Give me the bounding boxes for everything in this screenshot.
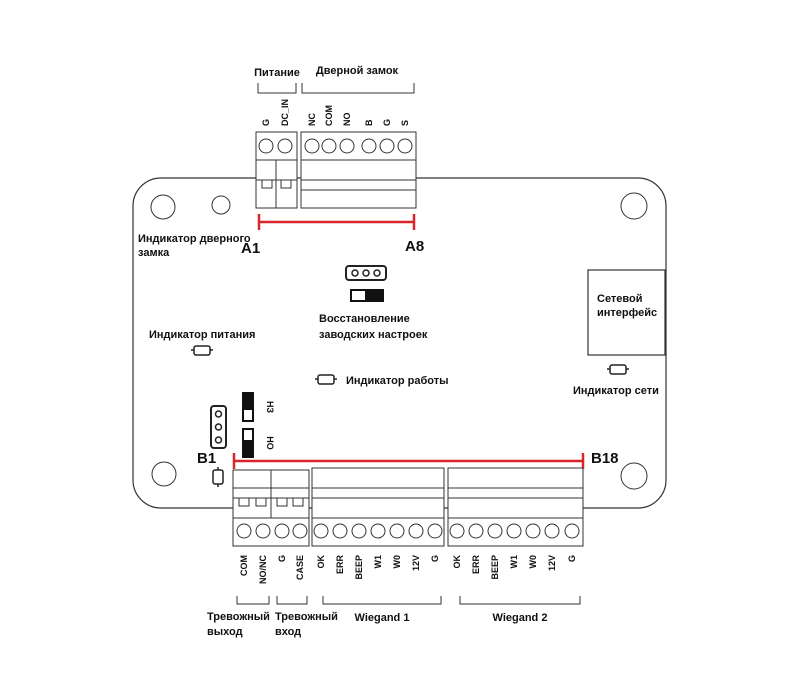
bottom-terminal-screws: [236, 523, 580, 539]
network-port: [587, 269, 666, 356]
wiegand1-label: Wiegand 1: [355, 612, 410, 624]
bottom-pin-label: 12V: [411, 555, 421, 571]
reset-switch[interactable]: [350, 289, 384, 302]
bottom-pin-label: BEEP: [490, 555, 500, 580]
power-led: [191, 345, 213, 356]
bottom-pin-label: W1: [509, 555, 519, 569]
bottom-pin-label: COM: [239, 555, 249, 576]
no-switch[interactable]: [242, 428, 254, 458]
top-terminal-screws: [258, 138, 413, 154]
bottom-pin-label: ERR: [335, 555, 345, 575]
alarm-in-bracket: [276, 596, 308, 605]
terminal-screw: [379, 138, 395, 154]
terminal-screw: [321, 138, 337, 154]
terminal-screw: [468, 523, 484, 539]
bottom-pin-label: W0: [528, 555, 538, 569]
b18-label: B18: [591, 450, 619, 467]
network-led: [607, 364, 629, 375]
alarm-in-label: Тревожный вход: [275, 611, 341, 638]
network-indicator-label: Индикатор сети: [573, 385, 659, 397]
terminal-screw: [236, 523, 252, 539]
terminal-screw: [361, 138, 377, 154]
terminal-screw: [351, 523, 367, 539]
a8-label: A8: [405, 238, 424, 255]
top-pin-label: DC_IN: [280, 99, 290, 126]
terminal-screw: [487, 523, 503, 539]
wiegand2-label: Wiegand 2: [493, 612, 548, 624]
bottom-pin-label: G: [430, 555, 440, 562]
terminal-screw: [389, 523, 405, 539]
bottom-pin-label: CASE: [295, 555, 305, 580]
terminal-screw: [277, 138, 293, 154]
nc-switch[interactable]: [242, 392, 254, 422]
lock-group-bracket: [301, 83, 415, 94]
top-pin-label: B: [364, 119, 374, 126]
mounting-hole-top-left: [150, 194, 176, 220]
terminal-screw: [506, 523, 522, 539]
terminal-screw: [339, 138, 355, 154]
top-pin-label: NO: [342, 113, 352, 127]
top-pin-label: G: [382, 119, 392, 126]
top-pin-label: G: [261, 119, 271, 126]
mounting-hole-top-right: [620, 192, 648, 220]
nc-switch-label: НЗ: [265, 401, 275, 413]
reset-jumper: [345, 265, 387, 281]
top-pin-label: S: [400, 120, 410, 126]
terminal-screw: [544, 523, 560, 539]
top-pin-label: COM: [324, 105, 334, 126]
bottom-pin-label: OK: [452, 554, 462, 568]
terminal-screw: [370, 523, 386, 539]
power-group-label: Питание: [254, 67, 300, 79]
terminal-screw: [258, 138, 274, 154]
reset-label: Восстановление заводских настроек: [319, 313, 428, 341]
work-indicator-label: Индикатор работы: [346, 375, 449, 387]
no-switch-label: НО: [265, 436, 275, 450]
mounting-hole-bottom-left: [151, 461, 177, 487]
terminal-screw: [564, 523, 580, 539]
power-indicator-label: Индикатор питания: [149, 329, 255, 341]
network-label: Сетевой интерфейс: [597, 293, 657, 319]
bottom-pin-label: BEEP: [354, 555, 364, 580]
alarm-out-label: Тревожный выход: [207, 611, 273, 638]
terminal-screw: [397, 138, 413, 154]
wiegand1-bracket: [322, 596, 442, 605]
alarm-out-bracket: [236, 596, 270, 605]
terminal-screw: [427, 523, 443, 539]
bottom-pin-label: W0: [392, 555, 402, 569]
alarm-jumper: [210, 405, 227, 449]
door-indicator-label: Индикатор дверного замка: [138, 233, 254, 259]
bottom-pin-label: W1: [373, 555, 383, 569]
lock-terminal-block: [300, 131, 417, 209]
b-range-marker: [232, 453, 585, 469]
terminal-screw: [292, 523, 308, 539]
terminal-screw: [255, 523, 271, 539]
work-led: [315, 374, 337, 385]
terminal-screw: [525, 523, 541, 539]
bottom-pin-label: G: [567, 555, 577, 562]
bottom-pin-label: ERR: [471, 555, 481, 575]
b1-led: [212, 467, 224, 487]
terminal-screw: [274, 523, 290, 539]
b1-label: B1: [197, 450, 216, 467]
top-pin-labels: G DC_IN NC COM NO B G S: [261, 99, 410, 126]
terminal-screw: [304, 138, 320, 154]
bottom-pin-label: OK: [316, 554, 326, 568]
terminal-screw: [449, 523, 465, 539]
lock-group-label: Дверной замок: [316, 65, 399, 77]
terminal-screw: [313, 523, 329, 539]
top-pin-label: NC: [307, 113, 317, 126]
terminal-screw: [332, 523, 348, 539]
mounting-hole-bottom-right: [620, 462, 648, 490]
door-lock-led: [211, 195, 231, 215]
terminal-screw: [408, 523, 424, 539]
a1-label: A1: [241, 240, 260, 257]
a-range-marker: [257, 214, 416, 230]
bottom-pin-label: NO/NC: [258, 555, 268, 585]
bottom-pin-labels: COM NO/NC G CASE OK ERR BEEP W1 W0 12V G OK ERR BEEP W…: [239, 554, 577, 584]
bottom-pin-label: 12V: [547, 555, 557, 571]
bottom-pin-label: G: [277, 555, 287, 562]
wiegand2-bracket: [459, 596, 581, 605]
power-group-bracket: [257, 83, 297, 94]
